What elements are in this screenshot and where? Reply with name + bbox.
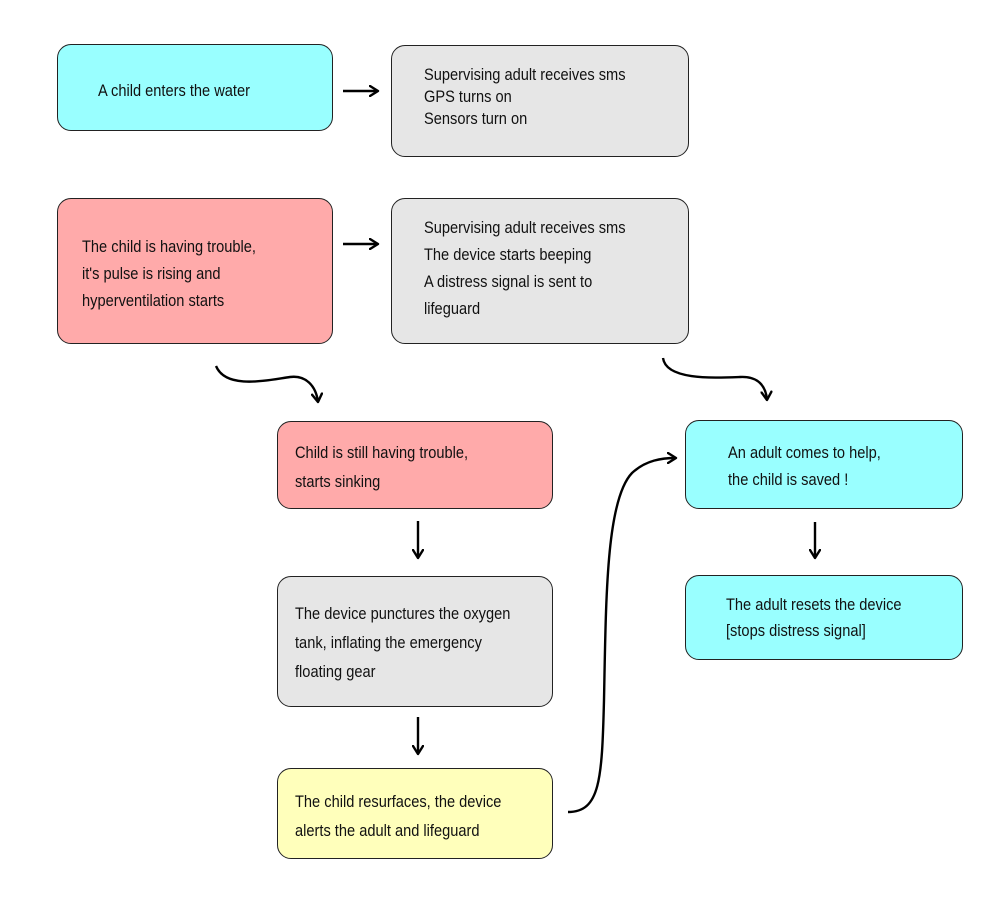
box-child-starts-sinking: Child is still having trouble, starts si… xyxy=(277,421,553,509)
box-text: Supervising adult receives sms GPS turns… xyxy=(424,64,658,130)
box-line: The device starts beeping xyxy=(424,245,592,264)
box-line: floating gear xyxy=(295,662,376,681)
box-line: lifeguard xyxy=(424,299,481,318)
arrow-trouble-to-sinking xyxy=(214,365,318,402)
box-adult-comes-to-help: An adult comes to help, the child is sav… xyxy=(685,420,963,509)
box-line: starts sinking xyxy=(295,472,381,491)
box-line: [stops distress signal] xyxy=(726,621,866,640)
box-line: it's pulse is rising and xyxy=(82,264,221,283)
box-text: The child is having trouble, it's pulse … xyxy=(82,233,284,314)
box-line: The device punctures the oxygen xyxy=(295,604,511,623)
box-device-punctures-tank: The device punctures the oxygen tank, in… xyxy=(277,576,553,707)
box-line: Supervising adult receives sms xyxy=(424,218,626,237)
box-text: The device punctures the oxygen tank, in… xyxy=(295,599,545,686)
box-line: A child enters the water xyxy=(98,81,250,100)
box-text: Child is still having trouble, starts si… xyxy=(295,438,496,496)
box-line: A distress signal is sent to xyxy=(424,272,593,291)
box-line: The child is having trouble, xyxy=(82,237,256,256)
box-text: Supervising adult receives sms The devic… xyxy=(424,214,658,322)
box-line: An adult comes to help, xyxy=(728,443,881,462)
box-adult-resets-device: The adult resets the device [stops distr… xyxy=(685,575,963,660)
box-line: The child resurfaces, the device xyxy=(295,792,502,811)
box-line: Child is still having trouble, xyxy=(295,443,469,462)
box-line: The adult resets the device xyxy=(726,595,902,614)
box-adult-receives-sms-gps-sensors: Supervising adult receives sms GPS turns… xyxy=(391,45,689,157)
box-line: hyperventilation starts xyxy=(82,291,225,310)
box-line: GPS turns on xyxy=(424,87,512,106)
box-line: the child is saved ! xyxy=(728,470,849,489)
box-line: alerts the adult and lifeguard xyxy=(295,821,480,840)
arrow-resurface-to-help xyxy=(567,458,676,814)
box-adult-sms-beeping-distress: Supervising adult receives sms The devic… xyxy=(391,198,689,344)
box-child-resurfaces: The child resurfaces, the device alerts … xyxy=(277,768,553,859)
box-child-enters-water: A child enters the water xyxy=(57,44,333,131)
box-line: Supervising adult receives sms xyxy=(424,65,626,84)
box-line: tank, inflating the emergency xyxy=(295,633,482,652)
box-text: The adult resets the device [stops distr… xyxy=(726,592,930,644)
arrow-sms2-to-help xyxy=(661,357,767,400)
box-text: An adult comes to help, the child is sav… xyxy=(728,439,906,493)
box-child-having-trouble: The child is having trouble, it's pulse … xyxy=(57,198,333,344)
box-text: The child resurfaces, the device alerts … xyxy=(295,787,535,845)
box-line: Sensors turn on xyxy=(424,109,528,128)
box-text: A child enters the water xyxy=(98,79,275,102)
